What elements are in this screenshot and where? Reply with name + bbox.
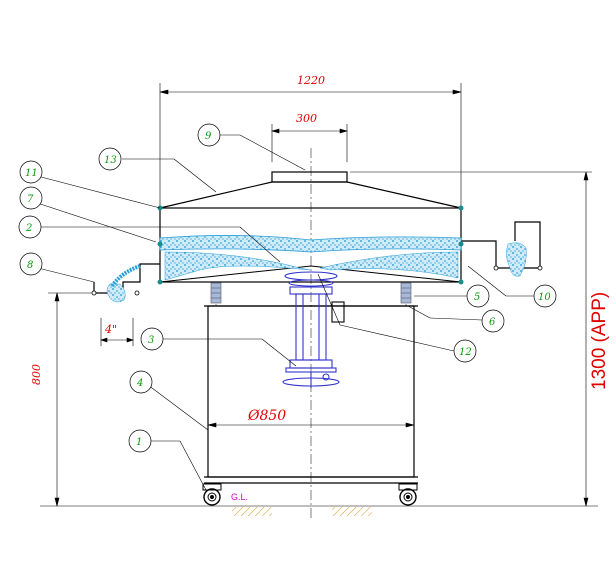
svg-text:8: 8 [27, 260, 33, 271]
svg-text:12: 12 [459, 347, 472, 358]
callout-9: 9 [197, 123, 221, 147]
top-outlet [271, 171, 348, 183]
svg-text:7: 7 [27, 194, 34, 205]
callout-bubbles: 1 2 3 4 5 6 7 8 9 10 11 12 13 [18, 123, 557, 453]
ground-hatch-right [332, 507, 372, 516]
svg-text:4: 4 [136, 378, 143, 389]
callout-7: 7 [19, 186, 43, 210]
svg-text:9: 9 [205, 131, 212, 142]
left-discharge-material [106, 283, 126, 303]
svg-text:5: 5 [474, 292, 480, 303]
springs [210, 282, 412, 304]
callout-8: 8 [19, 252, 43, 276]
svg-text:13: 13 [104, 155, 117, 166]
dim-leg-height: 800 [30, 364, 43, 385]
callout-10: 10 [533, 284, 557, 308]
svg-text:3: 3 [148, 335, 154, 346]
callout-2: 2 [18, 215, 42, 239]
vibro-motor [282, 271, 345, 388]
material-fall [164, 251, 311, 281]
callout-5: 5 [466, 284, 490, 308]
left-outlet-spout [122, 263, 160, 293]
right-discharge-material [506, 242, 527, 277]
sieve-machine [93, 171, 541, 484]
material-bed [159, 235, 462, 253]
dim-diameter: Ø850 [247, 408, 286, 424]
dim-outlet-width: 300 [296, 112, 317, 125]
dome-cover [159, 181, 462, 209]
dim-overall-height: 1300 (APP) [589, 292, 610, 390]
spout-end-dots [91, 265, 543, 296]
clamp-points [157, 205, 464, 285]
svg-text:1: 1 [136, 437, 142, 448]
callout-1: 1 [128, 429, 152, 453]
callout-13: 13 [98, 147, 122, 171]
right-outlet-spout [461, 240, 497, 268]
bottom-dish [159, 265, 462, 283]
svg-text:10: 10 [538, 292, 551, 303]
callout-3: 3 [140, 327, 164, 351]
callout-12: 12 [453, 339, 477, 363]
callout-6: 6 [481, 309, 505, 333]
ground-level-label: G.L. [231, 492, 248, 502]
material [106, 235, 527, 303]
callout-4: 4 [129, 370, 153, 394]
dim-spout-size: 4" [104, 323, 117, 336]
castor-wheel-right [398, 483, 418, 506]
dim-overall-width: 1220 [297, 74, 325, 87]
castor-wheel-left [202, 483, 222, 506]
callout-11: 11 [19, 160, 43, 184]
leader-lines [21, 134, 536, 491]
ground-hatch-left [232, 507, 272, 516]
svg-text:6: 6 [489, 317, 496, 328]
svg-text:11: 11 [25, 168, 38, 179]
svg-text:2: 2 [25, 223, 32, 234]
castor-wheels [202, 483, 418, 506]
